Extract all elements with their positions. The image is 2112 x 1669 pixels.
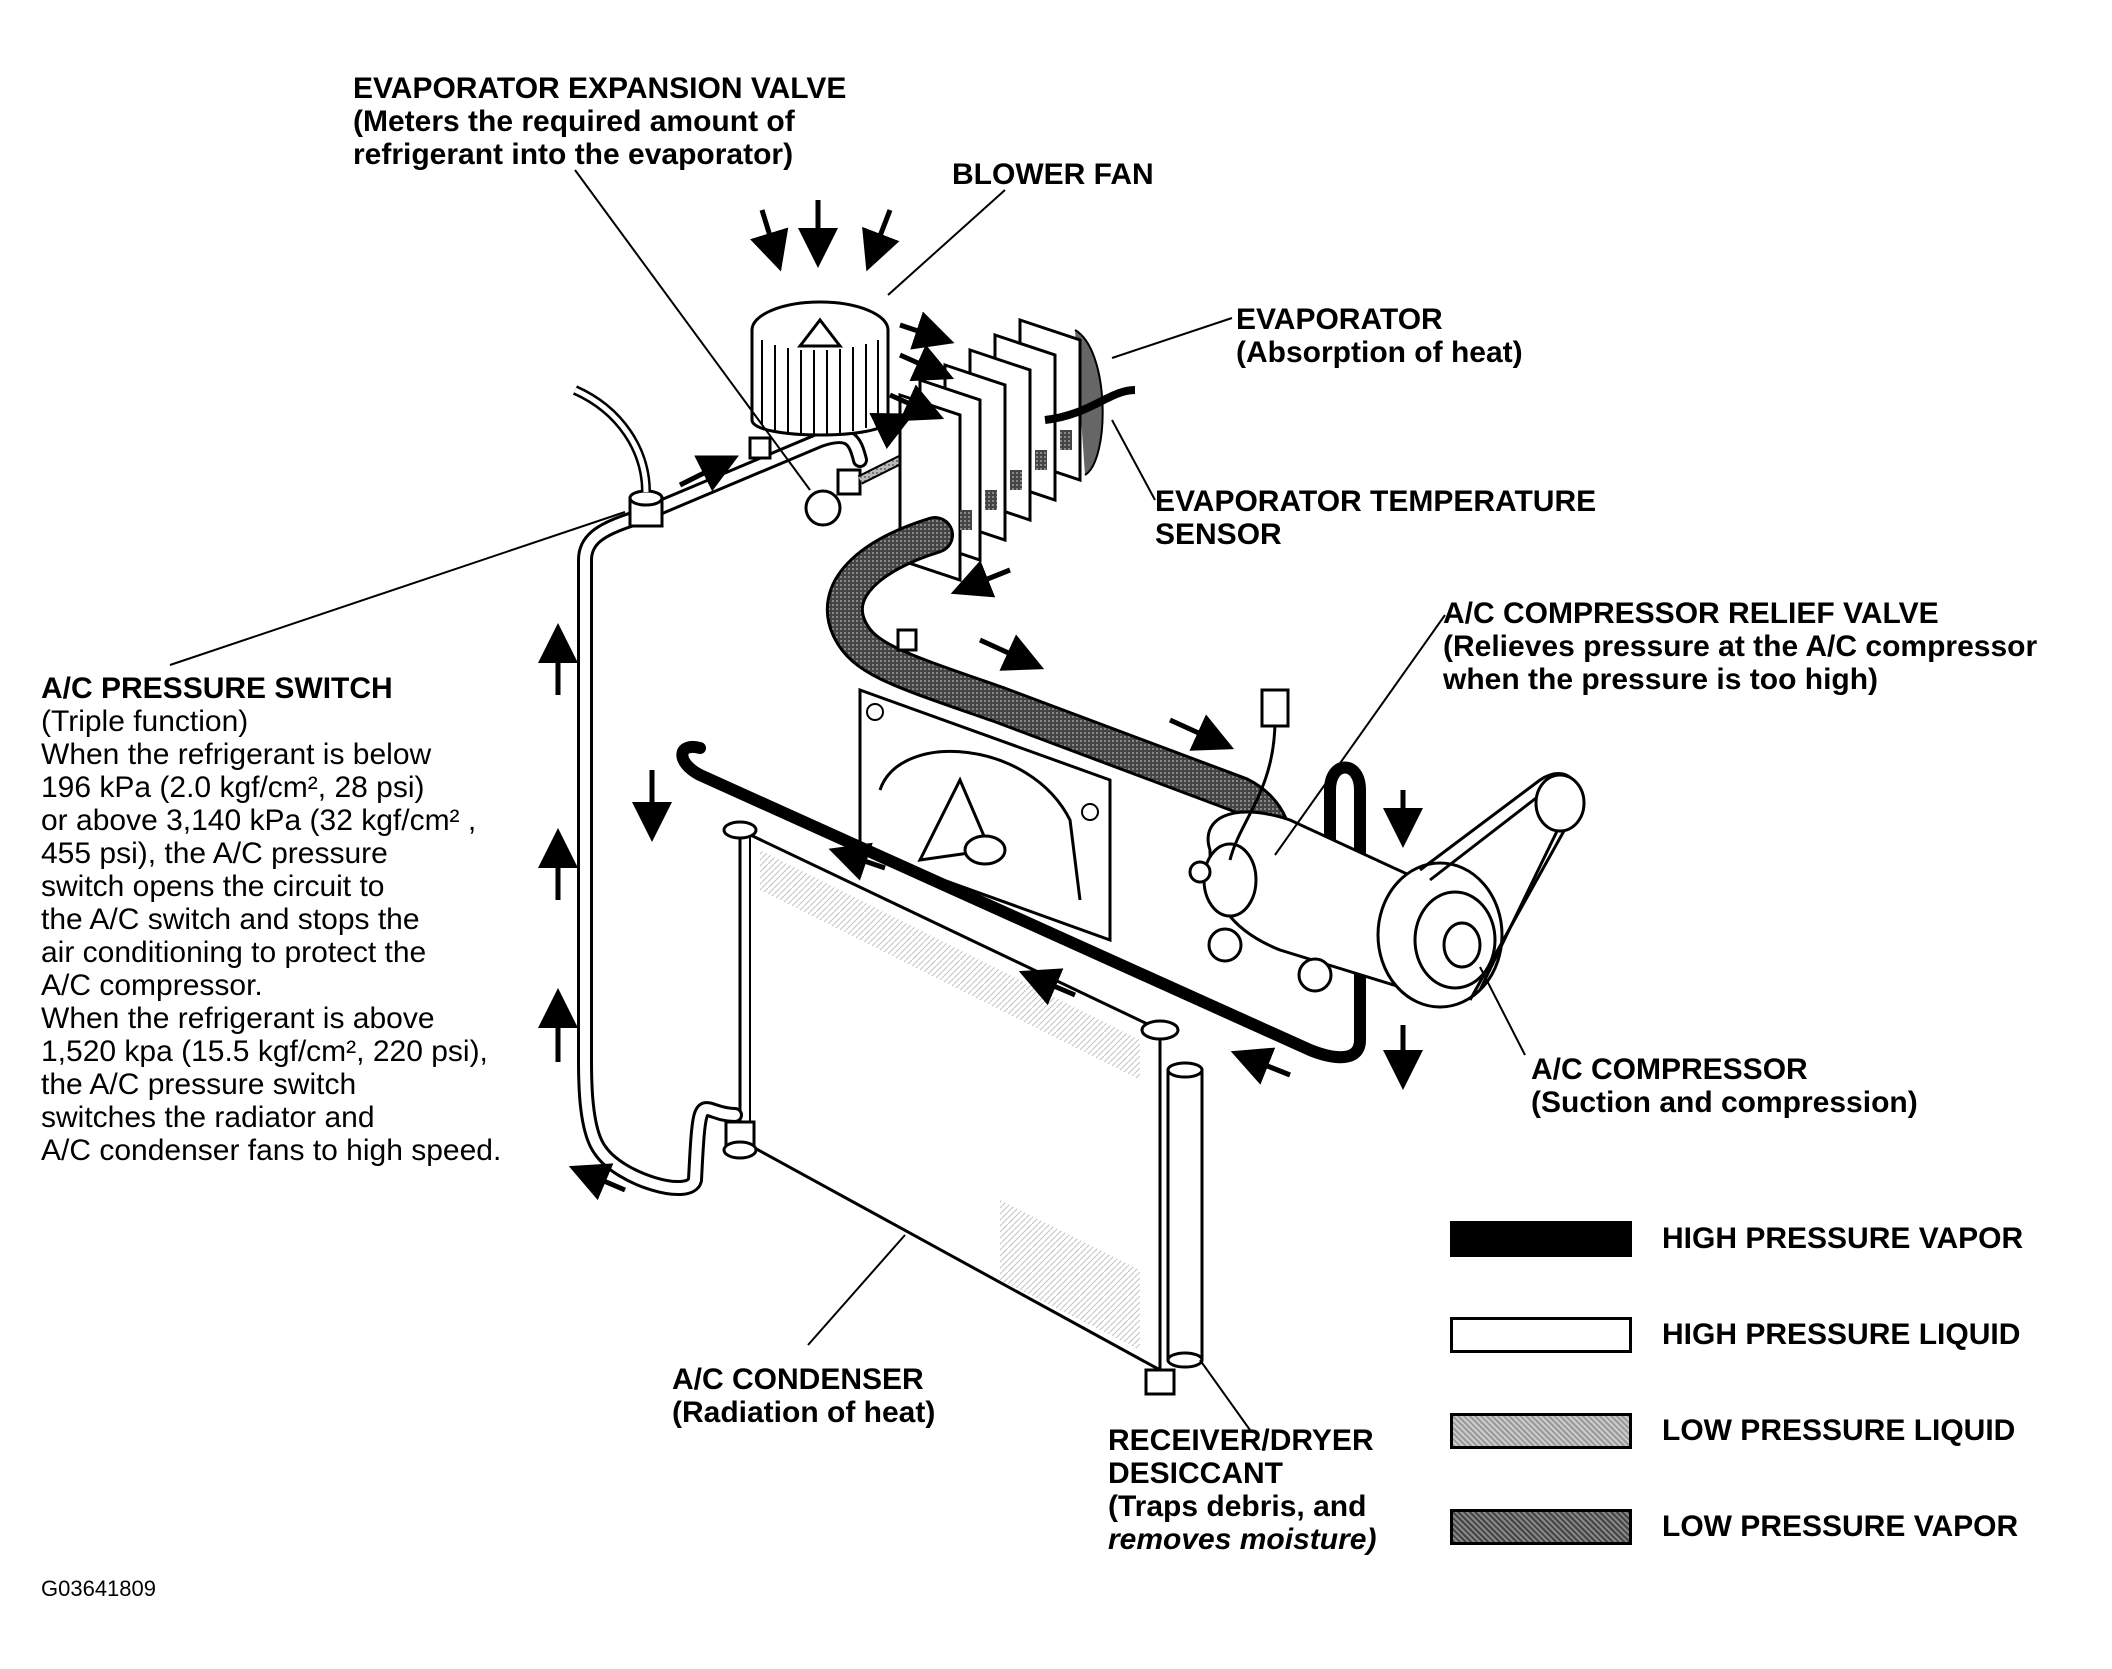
receiver-dryer-title: RECEIVER/DRYER: [1108, 1424, 1374, 1457]
pressure-switch-line: (Triple function): [41, 705, 249, 738]
relief-valve-desc-1: (Relieves pressure at the A/C compressor: [1443, 630, 2038, 663]
pressure-switch-line: the A/C switch and stops the: [41, 903, 420, 936]
pressure-switch-line: the A/C pressure switch: [41, 1068, 357, 1101]
evaporator-desc: (Absorption of heat): [1236, 336, 1523, 369]
pressure-switch-line: or above 3,140 kPa (32 kgf/cm² ,: [41, 804, 477, 837]
radiator-fan: [858, 687, 1112, 943]
pressure-switch-line: When the refrigerant is below: [41, 738, 432, 771]
legend-swatch-low-pressure-liquid: [1450, 1413, 1632, 1449]
receiver-dryer-title-2: DESICCANT: [1108, 1457, 1284, 1490]
pressure-switch-desc: (Triple function) When the refrigerant i…: [41, 705, 501, 1167]
leader-lines: [169, 169, 1526, 1431]
pressure-switch-line: 196 kPa (2.0 kgf/cm², 28 psi): [41, 771, 425, 804]
legend-label: LOW PRESSURE VAPOR: [1662, 1510, 2019, 1543]
receiver-dryer-label: RECEIVER/DRYER DESICCANT (Traps debris, …: [1108, 1424, 1376, 1556]
expansion-valve-label: EVAPORATOR EXPANSION VALVE (Meters the r…: [353, 72, 846, 171]
figure-code: G03641809: [41, 1576, 156, 1601]
pressure-switch-line: When the refrigerant is above: [41, 1002, 435, 1035]
pressure-switch-title: A/C PRESSURE SWITCH: [41, 672, 393, 705]
legend-label: HIGH PRESSURE VAPOR: [1662, 1222, 2024, 1255]
condenser: [722, 820, 1180, 1396]
expansion-valve-desc-1: (Meters the required amount of: [353, 105, 795, 138]
legend-label: LOW PRESSURE LIQUID: [1662, 1414, 2016, 1447]
pressure-switch-line: switches the radiator and: [41, 1101, 375, 1134]
expansion-valve-title: EVAPORATOR EXPANSION VALVE: [353, 72, 847, 105]
pressure-switch-line: A/C compressor.: [41, 969, 263, 1002]
high-pressure-liquid-line: [572, 385, 868, 1196]
expansion-valve-desc-2: refrigerant into the evaporator): [353, 138, 794, 171]
pressure-switch-line: switch opens the circuit to: [41, 870, 385, 903]
evaporator: [898, 317, 1136, 583]
legend-swatch-high-pressure-liquid: [1450, 1317, 1632, 1353]
relief-valve-desc-2: when the pressure is too high): [1443, 663, 1879, 696]
legend-swatch-high-pressure-vapor: [1450, 1221, 1632, 1257]
compressor: [1188, 688, 1586, 1009]
compressor-title: A/C COMPRESSOR: [1531, 1053, 1808, 1086]
receiver-dryer: [1166, 1061, 1204, 1369]
receiver-dryer-desc-2: removes moisture): [1108, 1523, 1377, 1556]
relief-valve-title: A/C COMPRESSOR RELIEF VALVE: [1443, 597, 1939, 630]
condenser-desc: (Radiation of heat): [672, 1396, 936, 1429]
condenser-title: A/C CONDENSER: [672, 1363, 924, 1396]
evaporator-label: EVAPORATOR (Absorption of heat): [1236, 303, 1523, 369]
receiver-dryer-desc-1: (Traps debris, and: [1108, 1490, 1367, 1523]
pressure-switch-line: 1,520 kpa (15.5 kgf/cm², 220 psi),: [41, 1035, 488, 1068]
compressor-desc: (Suction and compression): [1531, 1086, 1918, 1119]
pressure-switch-line: air conditioning to protect the: [41, 936, 427, 969]
compressor-label: A/C COMPRESSOR (Suction and compression): [1531, 1053, 1918, 1119]
pressure-switch-line: 455 psi), the A/C pressure: [41, 837, 388, 870]
evaporator-temp-sensor-label: EVAPORATOR TEMPERATURE SENSOR: [1155, 485, 1596, 551]
relief-valve-label: A/C COMPRESSOR RELIEF VALVE (Relieves pr…: [1443, 597, 2037, 696]
evaporator-temp-sensor-title-2: SENSOR: [1155, 518, 1282, 551]
legend-swatch-low-pressure-vapor: [1450, 1509, 1632, 1545]
evaporator-title: EVAPORATOR: [1236, 303, 1443, 336]
legend-label: HIGH PRESSURE LIQUID: [1662, 1318, 2021, 1351]
pressure-switch-line: A/C condenser fans to high speed.: [41, 1134, 502, 1167]
flow-arrows: [538, 200, 1423, 1201]
blower-fan: [750, 300, 890, 437]
evaporator-temp-sensor-title: EVAPORATOR TEMPERATURE: [1155, 485, 1597, 518]
blower-fan-label: BLOWER FAN: [952, 158, 1154, 191]
condenser-label: A/C CONDENSER (Radiation of heat): [672, 1363, 935, 1429]
